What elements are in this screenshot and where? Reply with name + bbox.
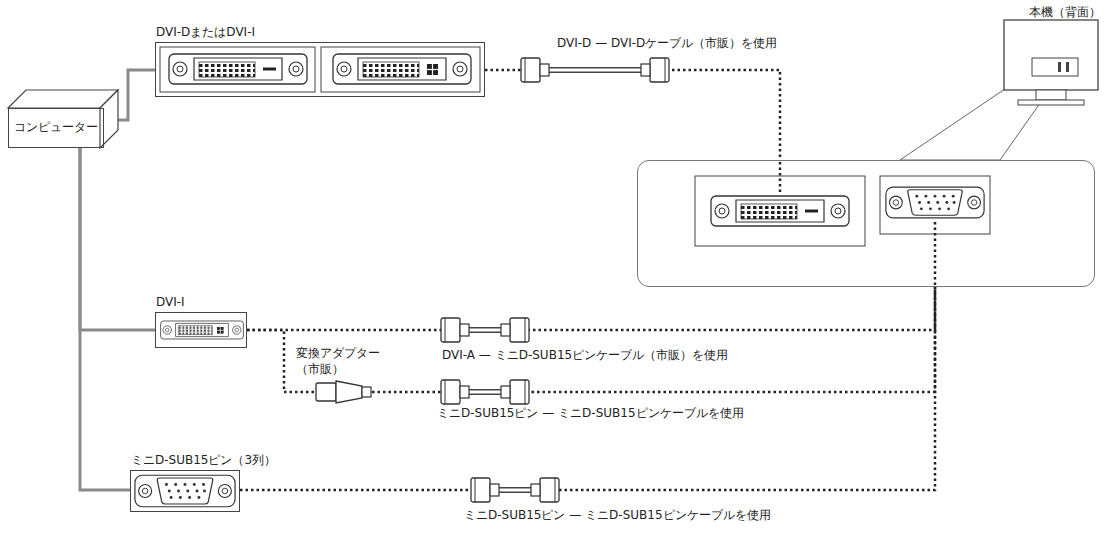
- port-panel: DVI-I: [155, 312, 247, 348]
- cable: [441, 318, 529, 342]
- node-label: コンピューター: [14, 120, 98, 136]
- cable-route: [485, 70, 780, 160]
- cable-label: ミニD-SUB15ピン — ミニD-SUB15ピンケーブルを使用: [435, 406, 746, 422]
- monitor-rear-callout: 本機（背面）: [637, 160, 1095, 287]
- dvi-i-port: [161, 321, 244, 339]
- cable: [441, 380, 529, 404]
- adapter: [316, 381, 371, 403]
- vga-port: [135, 475, 235, 507]
- computer-box: コンピューター: [8, 108, 104, 148]
- cable-route: [240, 287, 935, 490]
- computer-side-face: [100, 90, 118, 148]
- adapter-label: 変換アダプター（市販）: [296, 346, 388, 377]
- monitor-stand: [1036, 90, 1066, 100]
- port-frame: [321, 47, 480, 92]
- cable-label: ミニD-SUB15ピン — ミニD-SUB15ピンケーブルを使用: [462, 508, 773, 524]
- dvi-d-port: [169, 54, 307, 84]
- monitor-port: [1066, 62, 1069, 72]
- port-heading: 本機（背面）: [1029, 5, 1101, 21]
- port-frame: [160, 47, 315, 92]
- cable-route: [247, 287, 935, 330]
- port-heading: ミニD-SUB15ピン（3列）: [131, 453, 276, 469]
- port-heading: DVI-I: [156, 295, 185, 311]
- cable: [521, 58, 669, 82]
- monitor-body: [1004, 20, 1098, 90]
- port-panel: DVI-DまたはDVI-I: [155, 42, 485, 97]
- monitor: [900, 20, 1098, 160]
- dotted-cable-stub: [934, 222, 937, 285]
- monitor-port: [1058, 62, 1061, 72]
- cable-label: DVI-A — ミニD-SUB15ピンケーブル（市販）を使用: [440, 348, 730, 364]
- computer-link: [80, 148, 155, 330]
- monitor-base: [1018, 100, 1084, 105]
- port-heading: DVI-DまたはDVI-I: [156, 25, 255, 41]
- computer-top-face: [8, 90, 118, 108]
- monitor-port-area: [1032, 58, 1078, 76]
- cable: [471, 478, 559, 502]
- dvi-d-port: [711, 196, 849, 226]
- cable-route: [247, 287, 935, 392]
- dvi-i-port: [333, 54, 471, 84]
- port-panel: ミニD-SUB15ピン（3列）: [130, 470, 240, 512]
- dotted-cable-stub: [779, 162, 782, 194]
- port-frame: [880, 176, 990, 234]
- cable-label: DVI-D — DVI-Dケーブル（市販）を使用: [555, 36, 779, 52]
- computer-link: [80, 148, 130, 490]
- vga-port: [886, 187, 984, 218]
